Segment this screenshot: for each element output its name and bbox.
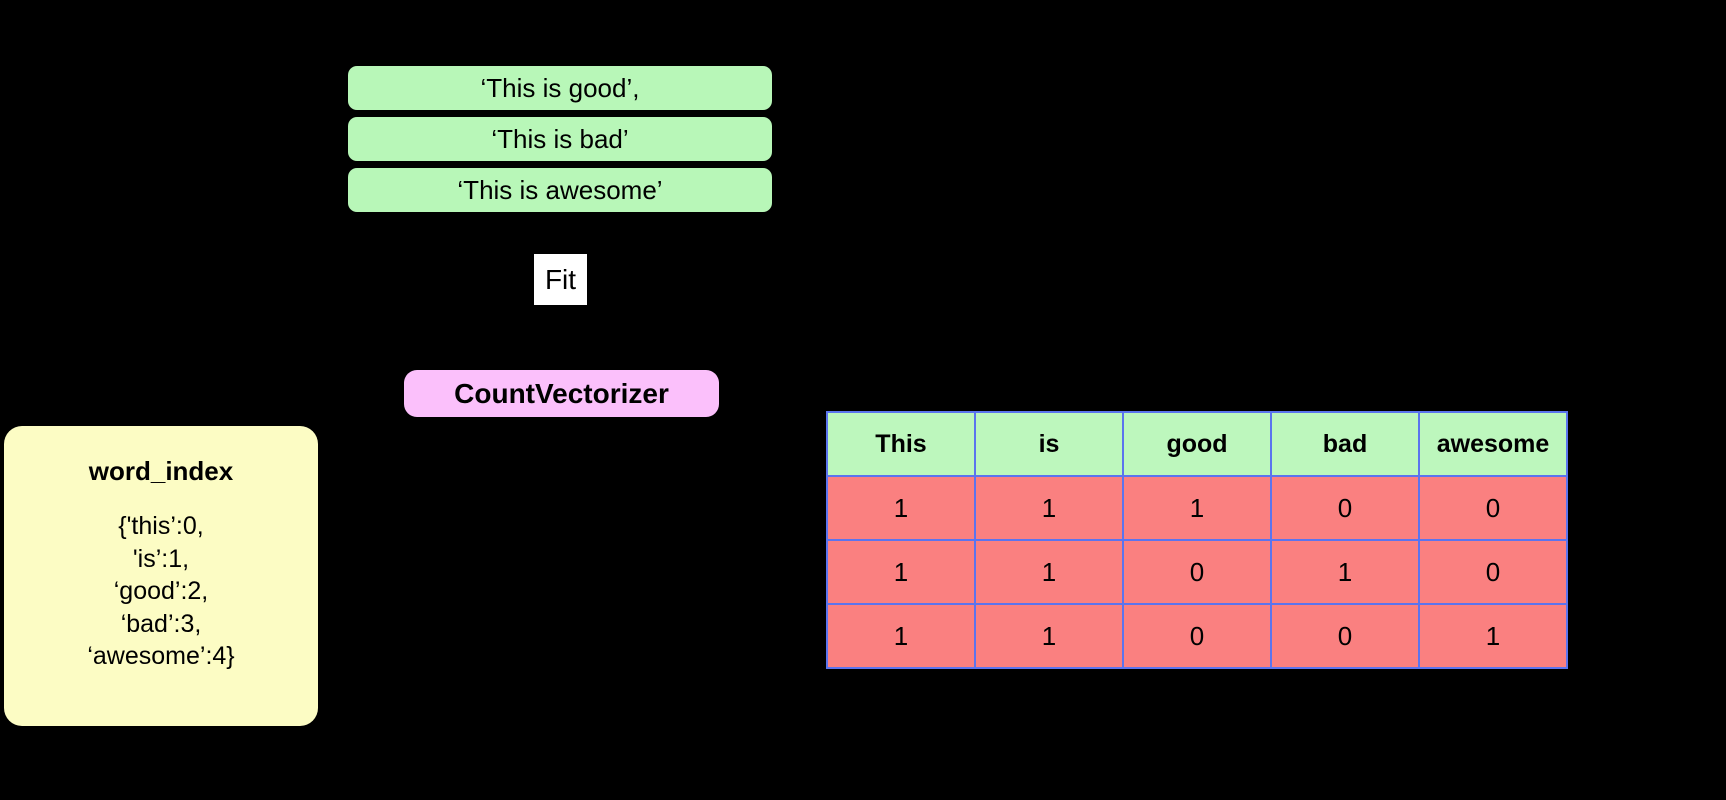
table-cell: 0 <box>1418 539 1568 605</box>
table-cell: 1 <box>1122 475 1272 541</box>
table-row: 1 1 0 1 0 <box>826 539 1568 605</box>
sentence-list: ‘This is good’, ‘This is bad’ ‘This is a… <box>348 66 772 219</box>
word-index-line: {'this’:0, <box>118 512 204 540</box>
table-cell: 0 <box>1122 603 1272 669</box>
countvectorizer-node: CountVectorizer <box>404 370 719 417</box>
word-index-line: ‘awesome’:4} <box>87 642 235 670</box>
count-matrix-table: This is good bad awesome 1 1 1 0 0 1 1 0… <box>826 411 1568 669</box>
table-row: 1 1 0 0 1 <box>826 603 1568 669</box>
column-header-awesome: awesome <box>1418 411 1568 477</box>
column-header-this: This <box>826 411 976 477</box>
table-cell: 0 <box>1270 603 1420 669</box>
word-index-line: 'is’:1, <box>132 544 190 573</box>
sentence-box: ‘This is good’, <box>348 66 772 110</box>
table-cell: 1 <box>1418 603 1568 669</box>
column-header-good: good <box>1122 411 1272 477</box>
table-cell: 0 <box>1270 475 1420 541</box>
table-cell: 1 <box>974 539 1124 605</box>
table-cell: 1 <box>826 539 976 605</box>
sentence-text: ‘This is awesome’ <box>457 175 663 205</box>
sentence-text: ‘This is good’, <box>480 73 640 103</box>
table-cell: 0 <box>1122 539 1272 605</box>
table-cell: 1 <box>1270 539 1420 605</box>
column-header-is: is <box>974 411 1124 477</box>
word-index-line: ‘good’:2, <box>113 577 209 605</box>
table-cell: 1 <box>974 475 1124 541</box>
table-header-row: This is good bad awesome <box>826 411 1568 477</box>
table-row: 1 1 1 0 0 <box>826 475 1568 541</box>
table-cell: 0 <box>1418 475 1568 541</box>
sentence-text: ‘This is bad’ <box>491 124 629 154</box>
table-cell: 1 <box>826 603 976 669</box>
sentence-box: ‘This is awesome’ <box>348 168 772 212</box>
column-header-bad: bad <box>1270 411 1420 477</box>
table-cell: 1 <box>974 603 1124 669</box>
table-cell: 1 <box>826 475 976 541</box>
word-index-line: ‘bad’:3, <box>120 609 202 638</box>
word-index-title: word_index <box>88 456 234 486</box>
sentence-box: ‘This is bad’ <box>348 117 772 161</box>
word-index-card: word_index {'this’:0, 'is’:1, ‘good’:2, … <box>4 426 318 726</box>
word-index-dictionary: {'this’:0, 'is’:1, ‘good’:2, ‘bad’:3, ‘a… <box>4 510 318 673</box>
countvectorizer-label: CountVectorizer <box>454 377 669 409</box>
fit-label: Fit <box>534 254 587 305</box>
fit-label-text: Fit <box>544 263 577 295</box>
